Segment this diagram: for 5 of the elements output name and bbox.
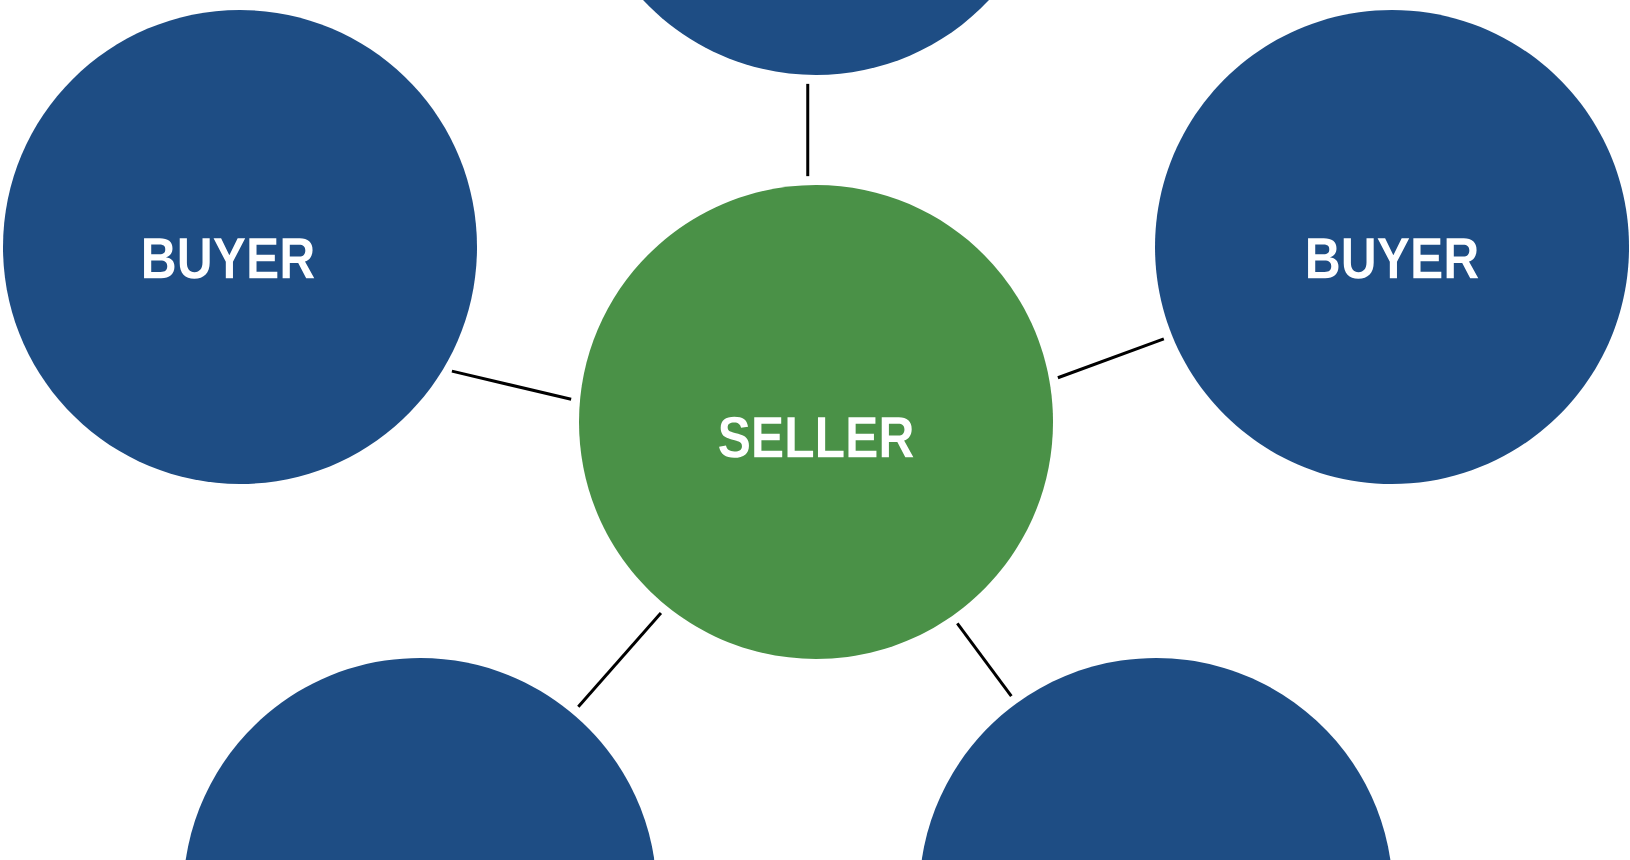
connector-line bbox=[956, 622, 1013, 697]
connector-line bbox=[577, 611, 663, 708]
connector-line bbox=[806, 83, 810, 177]
connector-line bbox=[451, 369, 572, 401]
connector-line bbox=[1057, 337, 1165, 380]
